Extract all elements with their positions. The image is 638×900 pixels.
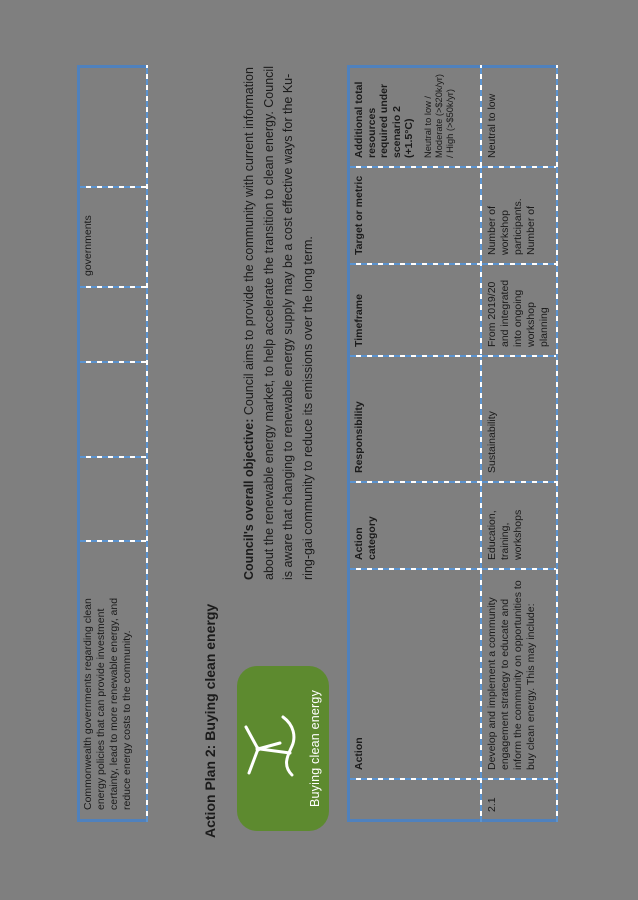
table-col-separator: [350, 568, 556, 570]
carryover-border-left: [77, 819, 148, 822]
table-header-separator: [480, 65, 482, 822]
carryover-col-separator: [80, 456, 146, 458]
table-border-left: [347, 819, 558, 822]
header-additional-resources-title: Additional total resources required unde…: [353, 81, 415, 158]
table-border-right: [347, 65, 558, 68]
carryover-border-right: [77, 65, 148, 68]
wind-turbine-icon: [244, 715, 296, 777]
carryover-col-separator: [80, 361, 146, 363]
cell-row-number: 2.1: [486, 797, 498, 812]
table-col-separator: [350, 166, 556, 168]
carryover-action-cell: Commonwealth governments regarding clean…: [82, 597, 133, 810]
header-timeframe: Timeframe: [353, 294, 365, 347]
carryover-border-top: [77, 65, 80, 822]
carryover-target-cell: governments: [82, 215, 94, 276]
carryover-col-separator: [80, 186, 146, 188]
table-col-separator: [350, 263, 556, 265]
carryover-border-bottom: [146, 65, 148, 822]
page-title: Action Plan 2: Buying clean energy: [202, 603, 218, 838]
carryover-col-separator: [80, 540, 146, 542]
table-col-separator: [350, 778, 556, 780]
carryover-col-separator: [80, 286, 146, 288]
objective-paragraph: Council's overall objective: Council aim…: [240, 64, 318, 580]
cell-action: Develop and implement a community engage…: [486, 580, 537, 770]
header-responsibility: Responsibility: [353, 401, 365, 473]
header-action-category: Action category: [353, 516, 378, 560]
table-col-separator: [350, 355, 556, 357]
header-action: Action: [353, 737, 365, 770]
objective-lead: Council's overall objective:: [242, 418, 256, 580]
cell-timeframe: From 2019/20 and integrated into ongoing…: [486, 279, 550, 347]
cell-target-or-metric: Number of workshop participants. Number …: [486, 198, 537, 255]
table-border-bottom: [556, 65, 558, 822]
cell-action-category: Education, training, workshops: [486, 509, 524, 560]
header-additional-resources-note: Neutral to low / Moderate (>$20k/yr) / H…: [422, 74, 455, 158]
table-border-top: [347, 65, 350, 822]
tile-label: Buying clean energy: [308, 689, 322, 808]
buying-clean-energy-tile: Buying clean energy: [237, 666, 329, 831]
header-additional-resources: Additional total resources required unde…: [353, 70, 456, 158]
cell-additional-resources: Neutral to low: [486, 93, 498, 158]
cell-responsibility: Sustainability: [486, 411, 498, 473]
table-col-separator: [350, 481, 556, 483]
header-target-or-metric: Target or metric: [353, 175, 365, 255]
